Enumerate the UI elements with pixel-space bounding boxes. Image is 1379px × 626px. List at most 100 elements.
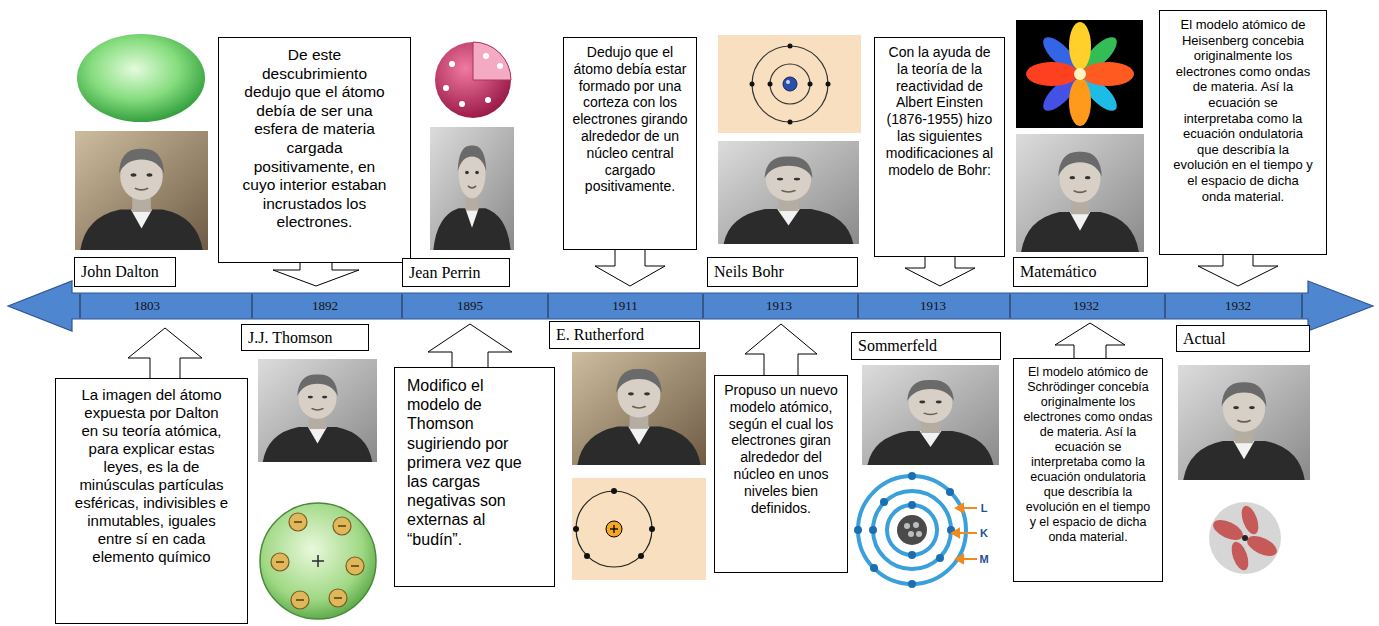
segment-ticks xyxy=(80,294,1302,318)
node-text: Modifico el modelo de Thomson sugiriendo… xyxy=(407,376,532,549)
electron xyxy=(908,472,916,480)
minus-signs xyxy=(276,522,359,600)
portrait-ground xyxy=(1178,365,1310,480)
electron xyxy=(908,580,916,588)
callout-arrow xyxy=(1055,323,1125,360)
minus-bar xyxy=(351,565,359,567)
label-slot: K xyxy=(980,527,988,539)
dalton-sphere xyxy=(77,34,205,122)
year-label: 1932 xyxy=(1225,298,1251,314)
tick xyxy=(1010,294,1011,318)
portrait xyxy=(862,365,999,465)
electron xyxy=(854,526,862,534)
electron xyxy=(869,526,877,534)
electron xyxy=(788,44,793,49)
node-text: Dedujo que el átomo debía estar formado … xyxy=(572,44,688,195)
charges xyxy=(443,53,503,107)
node-text: De este descubrimiento dedujo que el áto… xyxy=(237,46,392,232)
electrons xyxy=(573,488,655,559)
portrait-figure xyxy=(80,149,202,250)
label-slot: 1932 xyxy=(1225,298,1251,314)
callout-arrow xyxy=(905,255,975,286)
tick xyxy=(703,294,704,318)
callout-box: Propuso un nuevo modelo atómico, según e… xyxy=(714,375,848,573)
portrait-ground xyxy=(572,352,706,465)
electron xyxy=(808,82,813,87)
name-label-box: Sommerfeld xyxy=(851,332,1001,360)
electrons xyxy=(854,472,955,588)
label-slot: 1913 xyxy=(920,298,946,314)
charge-dot xyxy=(483,53,489,59)
node-text: El modelo atómico de Heisenberg concebia… xyxy=(1172,17,1314,204)
electron xyxy=(936,554,944,562)
orbital-image xyxy=(1016,20,1143,128)
shell-letter: M xyxy=(979,553,988,565)
minus-bar xyxy=(296,599,304,601)
tick xyxy=(1165,294,1166,318)
node-text: Jean Perrin xyxy=(409,264,481,282)
electron xyxy=(346,557,364,575)
label-slot: L xyxy=(981,502,988,514)
orbital-lobe xyxy=(1238,504,1261,537)
electron xyxy=(826,82,831,87)
portrait-ground xyxy=(430,127,514,250)
callout-box: De este descubrimiento dedujo que el áto… xyxy=(218,37,411,263)
label-slot: 1892 xyxy=(312,298,338,314)
callout-box: Dedujo que el átomo debía estar formado … xyxy=(563,37,697,250)
orbital-lobe xyxy=(1026,62,1078,86)
electron xyxy=(768,82,773,87)
electron xyxy=(750,82,755,87)
atom-ground xyxy=(572,478,706,580)
node-text: E. Rutherford xyxy=(556,326,644,344)
electron xyxy=(611,488,617,494)
nucleon xyxy=(916,531,922,537)
node-text: Con la ayuda de la teoría de la reactivi… xyxy=(883,44,996,178)
callout-arrow xyxy=(745,324,817,377)
pointer-line xyxy=(958,532,977,534)
portrait xyxy=(1178,365,1310,480)
callout-arrow xyxy=(128,328,202,380)
node-text: Matemático xyxy=(1020,263,1096,281)
pointer-line xyxy=(962,558,977,560)
callout-box: El modelo atómico de Schrödinger concebí… xyxy=(1013,358,1163,582)
portrait-figure xyxy=(1021,152,1139,252)
name-label-box: E. Rutherford xyxy=(549,321,700,349)
year-label: 1803 xyxy=(134,298,160,314)
electron xyxy=(649,526,655,532)
electron xyxy=(908,551,916,559)
electron xyxy=(870,564,878,572)
pink-sphere xyxy=(435,42,511,118)
orbital-lobe xyxy=(1244,532,1280,560)
label-slot: 1911 xyxy=(612,298,638,314)
electron xyxy=(333,517,351,535)
orbit xyxy=(576,491,652,567)
portrait xyxy=(258,359,377,462)
portrait-ground xyxy=(718,141,859,244)
orbital-core xyxy=(1242,535,1248,541)
charge-dot xyxy=(459,101,465,107)
electron xyxy=(329,589,347,607)
label-slot: 1913 xyxy=(766,298,792,314)
year-label: 1892 xyxy=(312,298,338,314)
tick xyxy=(858,294,859,318)
pointer-head xyxy=(952,529,959,537)
name-label-box: Jean Perrin xyxy=(402,258,510,287)
orbital-lobe xyxy=(1082,62,1134,86)
tick xyxy=(80,294,81,318)
nucleus xyxy=(897,515,927,545)
portrait xyxy=(430,127,514,250)
portrait-ground xyxy=(75,131,208,250)
orbital-ground xyxy=(1016,20,1143,128)
node-text: John Dalton xyxy=(81,263,159,281)
bohr-atom xyxy=(718,35,861,133)
plus-bar xyxy=(613,525,614,533)
charge-dot xyxy=(485,97,491,103)
portrait-figure xyxy=(867,380,993,465)
orbital-lobe xyxy=(1069,22,1091,70)
pointer-line xyxy=(962,507,977,509)
electron xyxy=(289,513,307,531)
tick xyxy=(1302,294,1303,318)
shell-letter: K xyxy=(980,527,988,539)
tick xyxy=(402,294,403,318)
callout-box: Modifico el modelo de Thomson sugiriendo… xyxy=(394,367,555,587)
